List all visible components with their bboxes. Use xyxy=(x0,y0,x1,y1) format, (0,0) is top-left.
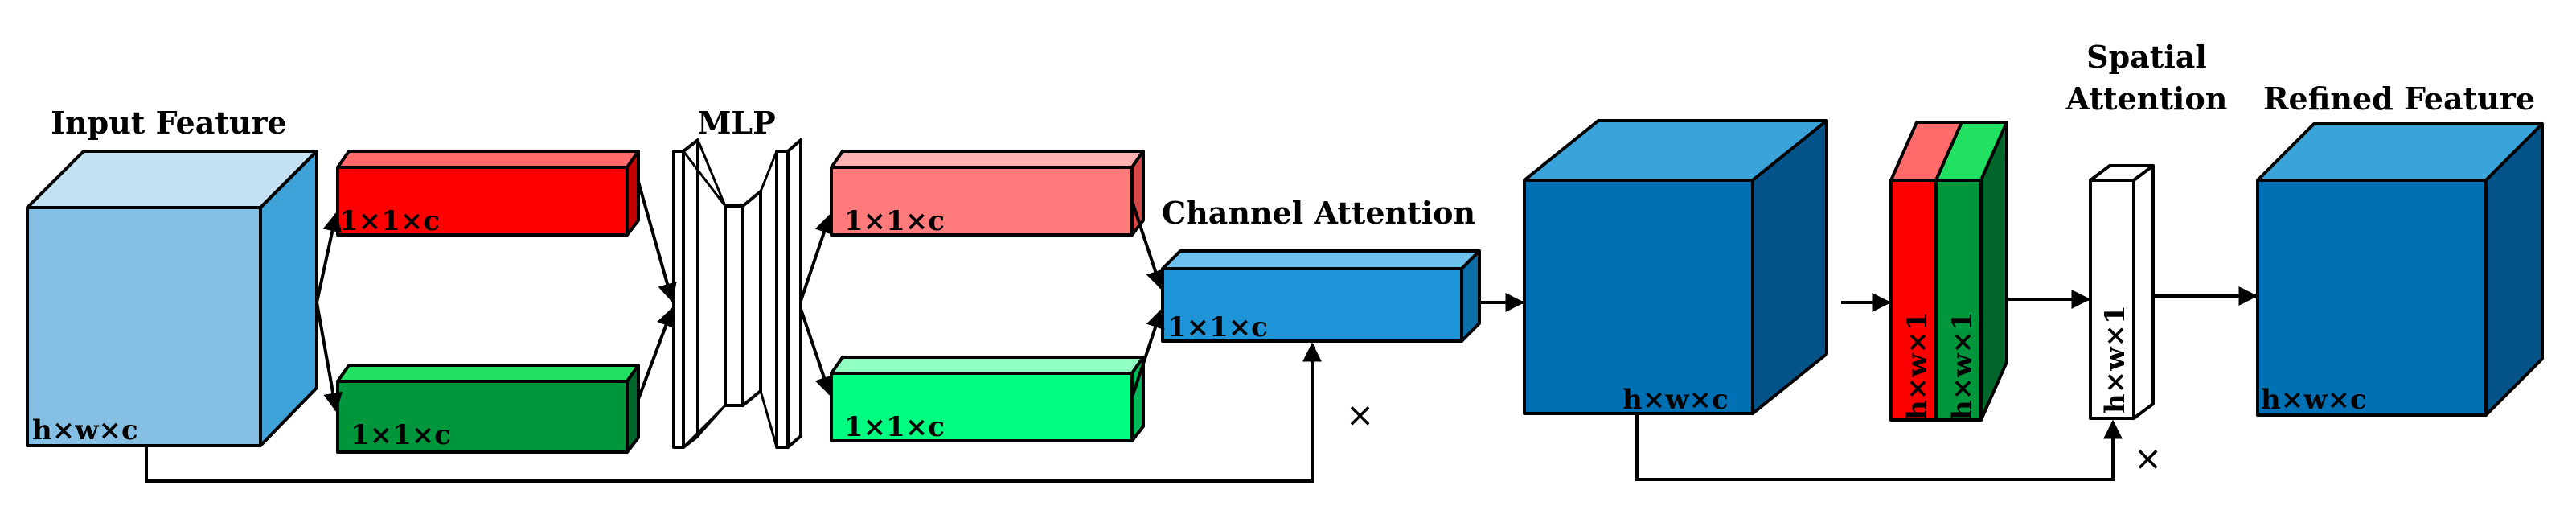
avgpool-bar-side xyxy=(626,364,640,454)
edge-maxpool-to-mlp xyxy=(637,181,677,303)
pool-red-dims-label: h×w×1 xyxy=(1901,311,1934,420)
mlp-layer-3-side xyxy=(786,138,802,449)
refined-feature-cube xyxy=(2256,122,2544,417)
mlp-layer-3 xyxy=(775,150,790,449)
mlp-out-bottom-bar xyxy=(830,356,1145,442)
spatial-pool-maps xyxy=(1889,121,2008,422)
channel-attention-bar xyxy=(1161,249,1481,343)
input-feature-cube xyxy=(26,150,318,447)
mlp-layer-2 xyxy=(724,204,744,407)
mlp-out-bottom-bar-front xyxy=(830,372,1134,442)
channel-attention-title: Channel Attention xyxy=(1162,195,1475,231)
avgpool-bar xyxy=(336,364,640,454)
input-feature-title: Input Feature xyxy=(51,105,286,141)
mlp-connections xyxy=(682,139,778,449)
maxpool-dims-label: 1×1×c xyxy=(339,205,440,237)
intermediate-feature-cube xyxy=(1523,119,1828,415)
spatial-att-dims-label: h×w×1 xyxy=(2099,305,2131,413)
mlp-layer-2-side xyxy=(741,190,762,407)
edge-top-to-ca xyxy=(1130,200,1165,290)
edges xyxy=(145,181,2258,483)
refined-feature-title: Refined Feature xyxy=(2263,80,2535,117)
intermediate-cube-front xyxy=(1523,179,1754,415)
mlp-out-bottom-dims-label: 1×1×c xyxy=(844,411,945,443)
spatial-attention-title-line2: Attention xyxy=(2065,80,2228,117)
maxpool-bar-top xyxy=(336,150,640,169)
mlp-title: MLP xyxy=(697,105,775,141)
edge-bottom-to-ca xyxy=(1130,308,1165,398)
channel-attention-bar-top xyxy=(1161,249,1481,270)
avgpool-bar-front xyxy=(336,380,629,454)
spatial-attention-map xyxy=(2089,164,2155,420)
edge-avgpool-to-mlp xyxy=(637,306,675,400)
pool-green-dims-label: h×w×1 xyxy=(1946,311,1979,420)
mlp-block xyxy=(672,138,802,449)
refined-dims-label: h×w×c xyxy=(2261,384,2367,416)
mlp-out-top-bar xyxy=(830,150,1145,237)
avgpool-bar-top xyxy=(336,364,640,383)
maxpool-bar-side xyxy=(626,150,640,237)
input-dims-label: h×w×c xyxy=(32,414,138,446)
pool-green-front xyxy=(1934,179,1983,422)
edge-input-to-maxpool xyxy=(315,212,343,303)
mlp-out-top-dims-label: 1×1×c xyxy=(844,205,945,237)
spatial-attention-side xyxy=(2132,164,2155,420)
channel-attention-bar-side xyxy=(1460,249,1481,343)
mlp-out-bottom-bar-top xyxy=(830,356,1145,375)
multiply-spatial-operator: × xyxy=(2134,438,2162,478)
edge-intermediate-skip-to-spatial xyxy=(1635,413,2123,481)
channel-attention-bar-front xyxy=(1161,267,1463,343)
edge-mlp-to-top xyxy=(799,213,834,302)
edge-input-skip-to-ca xyxy=(145,342,1322,483)
spatial-attention-title-line1: Spatial xyxy=(2086,39,2207,75)
mlp-layer-1-side xyxy=(682,138,699,449)
edge-mlp-to-bottom xyxy=(799,308,834,397)
input-cube-front xyxy=(26,206,262,447)
avgpool-dims-label: 1×1×c xyxy=(351,419,451,451)
intermediate-dims-label: h×w×c xyxy=(1622,384,1729,416)
channel-att-dims-label: 1×1×c xyxy=(1167,311,1268,344)
refined-cube-front xyxy=(2256,179,2488,417)
maxpool-bar xyxy=(336,150,640,237)
maxpool-bar-front xyxy=(336,166,629,237)
mlp-out-top-bar-top xyxy=(830,150,1145,169)
edge-input-to-avgpool xyxy=(315,302,343,413)
multiply-channel-operator: × xyxy=(1346,395,1374,434)
spatial-attention-front xyxy=(2089,179,2135,420)
